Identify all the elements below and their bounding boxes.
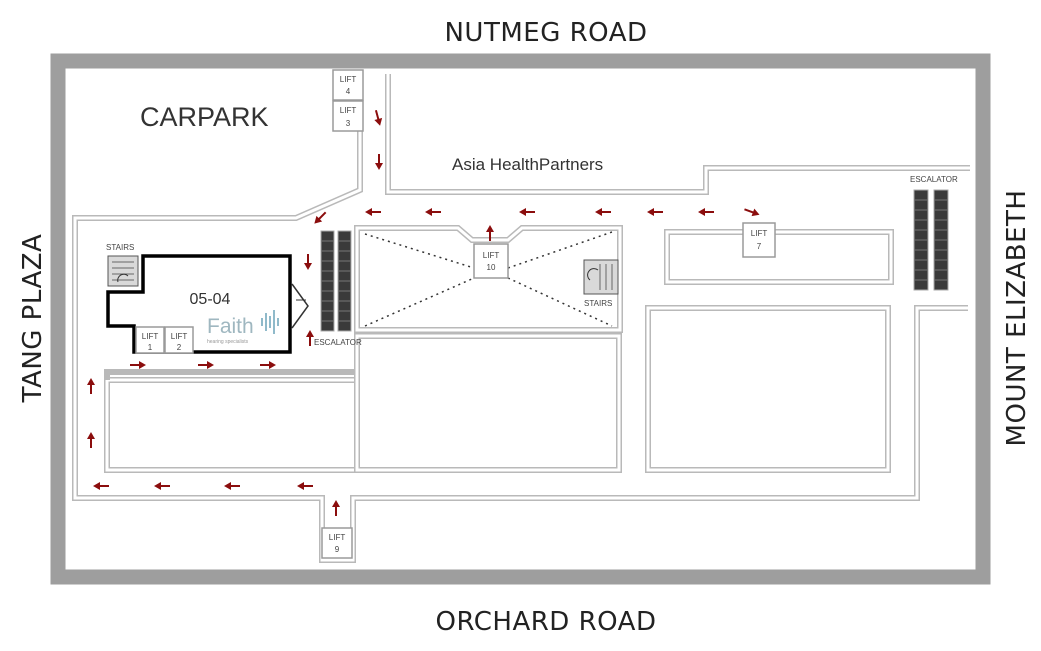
direction-arrow — [519, 208, 535, 216]
lift-1-number: 1 — [148, 343, 153, 352]
lift-3-label: LIFT — [340, 106, 357, 115]
lift-10[interactable]: LIFT 10 — [473, 243, 509, 279]
escalator-right-label: ESCALATOR — [910, 175, 958, 184]
stairs-left: STAIRS — [106, 243, 139, 287]
direction-arrow — [647, 208, 663, 216]
direction-arrow — [595, 208, 611, 216]
corridor-walls — [72, 74, 970, 563]
lift-3-number: 3 — [346, 119, 351, 128]
direction-arrow — [87, 432, 95, 448]
lift-3[interactable]: LIFT 3 — [332, 100, 364, 132]
lift-9-number: 9 — [335, 545, 340, 554]
lift-4-number: 4 — [346, 87, 351, 96]
direction-arrow — [87, 378, 95, 394]
road-label-south: ORCHARD ROAD — [436, 607, 657, 637]
lift-4[interactable]: LIFT 4 — [332, 69, 364, 101]
lift-2-label: LIFT — [171, 332, 188, 341]
direction-arrow — [486, 225, 494, 241]
lift-2[interactable]: LIFT 2 — [164, 326, 194, 354]
unit-logo-tagline: hearing specialists — [207, 339, 249, 345]
direction-arrow — [332, 500, 340, 516]
direction-arrow — [224, 482, 240, 490]
unit-entrance-marker — [291, 283, 309, 329]
direction-arrow — [154, 482, 170, 490]
direction-arrow — [297, 482, 313, 490]
direction-arrow — [130, 361, 146, 369]
unit-05-04[interactable]: 05-04 Faith hearing specialists — [106, 254, 309, 354]
direction-arrow — [260, 361, 276, 369]
tenant-label-asia-healthpartners: Asia HealthPartners — [452, 155, 603, 174]
lift-2-number: 2 — [177, 343, 182, 352]
carpark-label: CARPARK — [140, 102, 269, 132]
lift-4-label: LIFT — [340, 75, 357, 84]
stairs-left-label: STAIRS — [106, 243, 134, 252]
lift-9-label: LIFT — [329, 533, 346, 542]
lift-7-number: 7 — [757, 242, 762, 251]
direction-arrow — [314, 211, 327, 224]
road-label-east: MOUNT ELIZABETH — [1002, 190, 1032, 447]
direction-arrow — [198, 361, 214, 369]
soundwave-icon — [261, 310, 279, 334]
lift-1-label: LIFT — [142, 332, 159, 341]
direction-arrow — [374, 110, 383, 126]
direction-arrow — [698, 208, 714, 216]
escalator-center: ESCALATOR — [314, 230, 362, 347]
direction-arrow — [365, 208, 381, 216]
escalator-right: ESCALATOR — [910, 175, 958, 291]
stairs-center-label: STAIRS — [584, 299, 612, 308]
unit-number-label: 05-04 — [190, 291, 231, 308]
lift-9[interactable]: LIFT 9 — [321, 527, 353, 559]
direction-arrow — [93, 482, 109, 490]
lift-10-label: LIFT — [483, 251, 500, 260]
direction-arrow — [304, 254, 312, 270]
building-outline — [50, 53, 991, 585]
direction-arrow — [425, 208, 441, 216]
direction-arrow — [306, 330, 314, 346]
direction-arrow — [375, 154, 383, 170]
lift-10-number: 10 — [487, 263, 496, 272]
unit-logo-text: Faith — [207, 315, 254, 338]
road-label-west: TANG PLAZA — [18, 234, 48, 404]
atrium-dotted-lines — [364, 231, 613, 327]
stairs-center-icon — [583, 259, 619, 295]
stairs-center: STAIRS — [583, 259, 619, 308]
lift-7[interactable]: LIFT 7 — [742, 222, 776, 258]
stairs-left-icon — [107, 255, 139, 287]
road-label-north: NUTMEG ROAD — [444, 18, 647, 48]
lift-7-label: LIFT — [751, 229, 768, 238]
direction-arrow — [744, 208, 760, 217]
lift-1[interactable]: LIFT 1 — [135, 326, 165, 354]
direction-arrows — [87, 110, 760, 516]
escalator-center-label: ESCALATOR — [314, 338, 362, 347]
